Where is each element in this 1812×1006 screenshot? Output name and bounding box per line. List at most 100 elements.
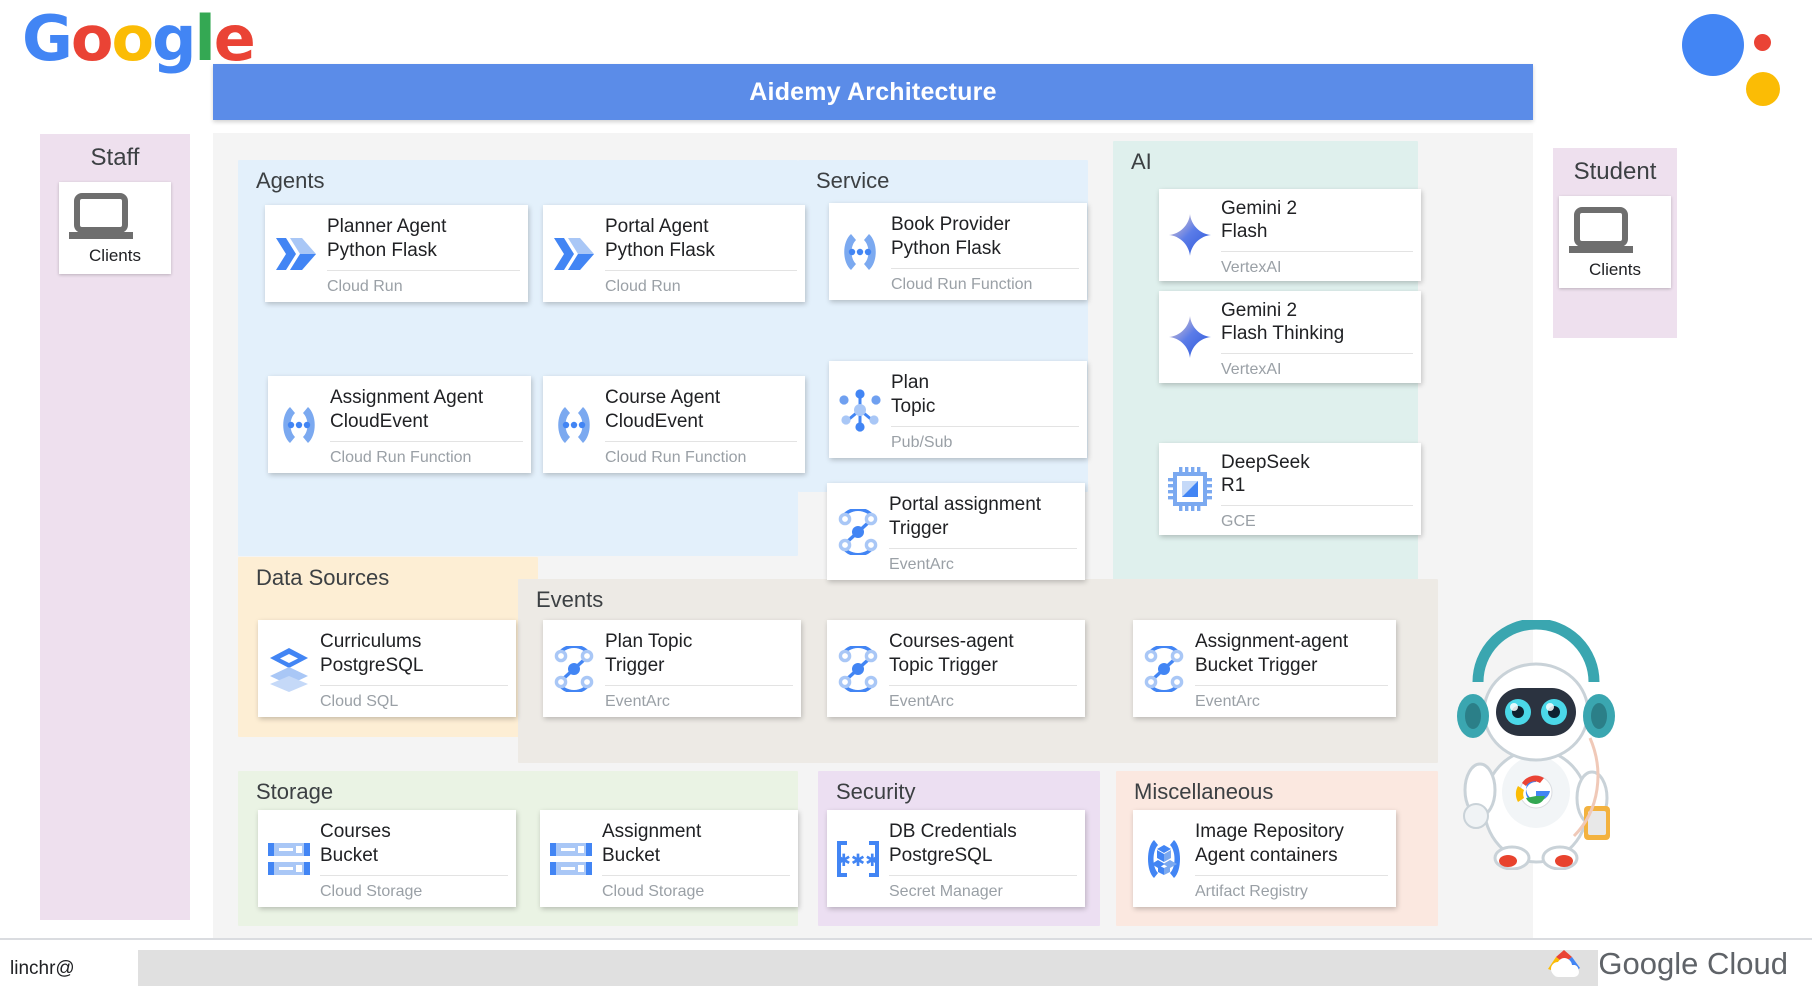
artifact-registry-icon: [1133, 810, 1195, 907]
resource-name: Assignment-agent Bucket Trigger: [1195, 631, 1349, 676]
footer-placeholder-bar: [138, 950, 1598, 986]
resource-card-courses-bucket[interactable]: Courses Bucket Cloud Storage: [258, 810, 516, 907]
resource-service: EventArc: [605, 684, 793, 717]
resource-card-db-credentials[interactable]: ✱✱✱ DB Credentials PostgreSQL Secret Man…: [827, 810, 1085, 907]
resource-service: VertexAI: [1221, 251, 1413, 283]
resource-service: EventArc: [1195, 684, 1388, 717]
svg-text:✱✱✱: ✱✱✱: [837, 851, 880, 871]
resource-name: Course Agent CloudEvent: [605, 387, 721, 432]
cloud-run-icon: [543, 205, 605, 302]
resource-card-assignment-agent[interactable]: Assignment Agent CloudEvent Cloud Run Fu…: [268, 376, 531, 473]
group-title-service: Service: [816, 168, 890, 193]
google-cloud-logo-text: Google Cloud: [1598, 946, 1788, 981]
resource-name: DB Credentials PostgreSQL: [889, 821, 1017, 866]
secret-manager-icon: ✱✱✱: [827, 810, 889, 907]
resource-card-gemini-2-flash[interactable]: Gemini 2 Flash VertexAI: [1159, 189, 1421, 281]
resource-service: Cloud Run: [327, 269, 520, 302]
resource-card-portal-assignment-trigger[interactable]: Portal assignment Trigger EventArc: [827, 483, 1085, 580]
cpu-chip-icon: [1159, 443, 1221, 535]
laptop-icon: [1569, 207, 1633, 253]
resource-service: Cloud Run Function: [891, 267, 1079, 300]
actor-panel-staff: Staff Clients: [40, 134, 190, 920]
resource-card-gemini-2-flash-thinking[interactable]: Gemini 2 Flash Thinking VertexAI: [1159, 291, 1421, 383]
eventarc-icon: [543, 620, 605, 717]
resource-name: Planner Agent Python Flask: [327, 216, 447, 261]
group-title-agents: Agents: [256, 168, 325, 193]
google-cloud-logo: Google Cloud: [1542, 946, 1788, 982]
resource-card-image-repository[interactable]: Image Repository Agent containers Artifa…: [1133, 810, 1396, 907]
group-title-security: Security: [836, 779, 916, 804]
resource-service: Artifact Registry: [1195, 874, 1388, 907]
resource-name: Portal Agent Python Flask: [605, 216, 715, 261]
footer-bar: linchr@ Google Cloud: [0, 938, 1812, 1006]
client-card-staff[interactable]: Clients: [59, 182, 171, 274]
resource-name: Courses Bucket: [320, 821, 391, 866]
resource-card-assignment-bucket[interactable]: Assignment Bucket Cloud Storage: [540, 810, 798, 907]
resource-card-planner-agent[interactable]: Planner Agent Python Flask Cloud Run: [265, 205, 528, 302]
resource-card-portal-agent[interactable]: Portal Agent Python Flask Cloud Run: [543, 205, 805, 302]
resource-name: DeepSeek R1: [1221, 451, 1310, 496]
architecture-canvas: Agents Service AI Data Sources Events St…: [213, 133, 1533, 944]
robot-mascot-illustration: [1457, 620, 1615, 870]
resource-service: Cloud Run: [605, 269, 797, 302]
resource-service: Cloud SQL: [320, 684, 508, 717]
client-card-label-student: Clients: [1589, 260, 1641, 279]
page-title: Aidemy Architecture: [749, 77, 997, 106]
page-title-bar: Aidemy Architecture: [213, 64, 1533, 120]
resource-name: Image Repository Agent containers: [1195, 821, 1344, 866]
resource-name: Assignment Bucket: [602, 821, 702, 866]
resource-name: Plan Topic Trigger: [605, 631, 693, 676]
actor-panel-student: Student Clients: [1553, 148, 1677, 338]
resource-card-curriculums[interactable]: Curriculums PostgreSQL Cloud SQL: [258, 620, 516, 717]
resource-card-book-provider[interactable]: Book Provider Python Flask Cloud Run Fun…: [829, 203, 1087, 300]
client-card-label-staff: Clients: [89, 246, 141, 265]
eventarc-icon: [827, 620, 889, 717]
resource-card-plan-topic[interactable]: Plan Topic Pub/Sub: [829, 361, 1087, 458]
resource-name: Gemini 2 Flash Thinking: [1221, 299, 1345, 344]
cloud-run-icon: [265, 205, 327, 302]
group-title-events: Events: [536, 587, 604, 612]
resource-service: EventArc: [889, 547, 1077, 580]
eventarc-icon: [827, 483, 889, 580]
resource-service: Cloud Storage: [602, 874, 790, 907]
resource-service: GCE: [1221, 505, 1413, 537]
resource-service: Cloud Run Function: [605, 440, 797, 473]
resource-service: Secret Manager: [889, 874, 1077, 907]
cloud-storage-icon: [258, 810, 320, 907]
laptop-icon: [69, 193, 133, 239]
cloud-storage-icon: [540, 810, 602, 907]
actor-caption-staff: Staff: [90, 144, 140, 171]
pubsub-icon: [829, 361, 891, 458]
group-title-ai: AI: [1131, 149, 1152, 174]
group-title-miscellaneous: Miscellaneous: [1134, 779, 1274, 804]
footer-user-handle: linchr@: [10, 958, 75, 979]
resource-name: Portal assignment Trigger: [889, 494, 1042, 539]
resource-name: Gemini 2 Flash: [1221, 197, 1298, 242]
resource-card-courses-agent-topic-trigger[interactable]: Courses-agent Topic Trigger EventArc: [827, 620, 1085, 717]
resource-card-course-agent[interactable]: Course Agent CloudEvent Cloud Run Functi…: [543, 376, 805, 473]
gemini-spark-icon: [1159, 291, 1221, 383]
resource-card-assignment-agent-bucket-trigger[interactable]: Assignment-agent Bucket Trigger EventArc: [1133, 620, 1396, 717]
resource-name: Plan Topic: [891, 372, 936, 417]
group-title-storage: Storage: [256, 779, 334, 804]
group-title-data-sources: Data Sources: [256, 565, 390, 590]
resource-name: Assignment Agent CloudEvent: [330, 387, 484, 432]
cloud-sql-icon: [258, 620, 320, 717]
resource-service: Pub/Sub: [891, 425, 1079, 458]
gemini-spark-icon: [1159, 189, 1221, 281]
resource-name: Courses-agent Topic Trigger: [889, 631, 1014, 676]
eventarc-icon: [1133, 620, 1195, 717]
cloud-run-function-icon: [268, 376, 330, 473]
actor-caption-student: Student: [1573, 158, 1657, 185]
resource-name: Book Provider Python Flask: [891, 214, 1011, 259]
resource-card-plan-topic-trigger[interactable]: Plan Topic Trigger EventArc: [543, 620, 801, 717]
cloud-run-function-icon: [829, 203, 891, 300]
google-cloud-mark-icon: [1548, 950, 1581, 978]
google-wordmark: Google: [22, 2, 256, 75]
resource-service: Cloud Run Function: [330, 440, 523, 473]
client-card-student[interactable]: Clients: [1559, 196, 1671, 288]
cloud-run-function-icon: [543, 376, 605, 473]
google-assistant-dots-icon: [1682, 10, 1792, 106]
resource-card-deepseek-r1[interactable]: DeepSeek R1 GCE: [1159, 443, 1421, 535]
